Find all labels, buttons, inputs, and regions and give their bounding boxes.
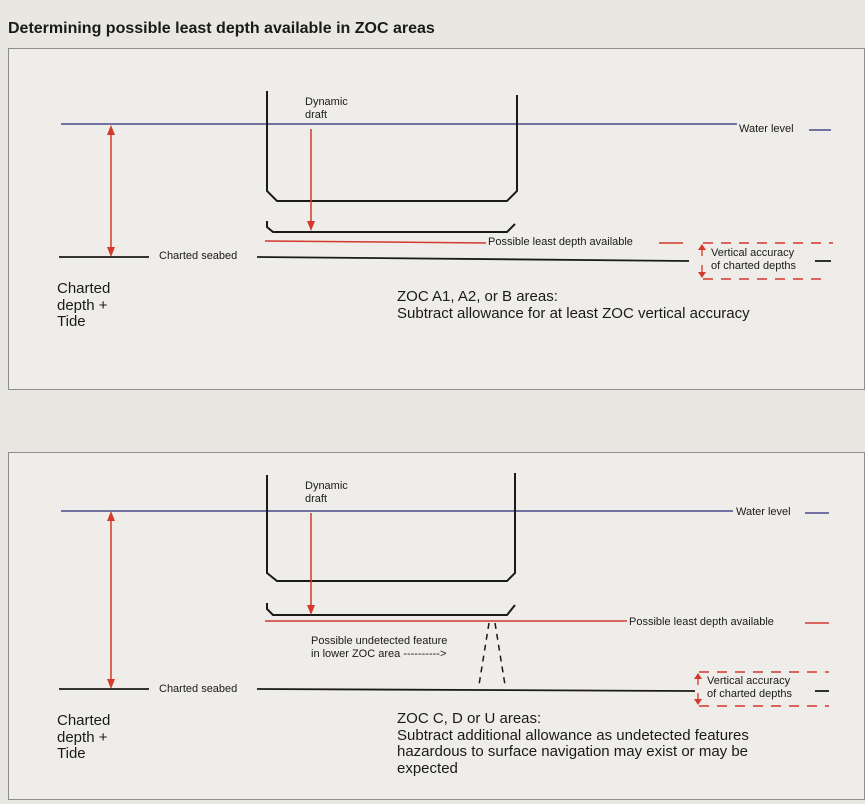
charted-depth-arrowhead-bottom bbox=[107, 247, 115, 257]
least-depth-label: Possible least depth available bbox=[627, 616, 776, 629]
page-title: Determining possible least depth availab… bbox=[8, 20, 435, 37]
accuracy-arrowhead-down bbox=[694, 699, 702, 705]
accuracy-arrowhead-down bbox=[698, 272, 706, 278]
charted-depth-tide-label: Charted depth + Tide bbox=[57, 712, 111, 762]
diagram-panel-zoc-a-b: Dynamic draft Water level Possible least… bbox=[8, 48, 865, 390]
charted-seabed-label: Charted seabed bbox=[157, 683, 240, 696]
charted-depth-arrowhead-top bbox=[107, 511, 115, 521]
charted-depth-arrowhead-bottom bbox=[107, 679, 115, 689]
zoc-heading: ZOC C, D or U areas: bbox=[397, 710, 542, 727]
undetected-feature-right bbox=[494, 622, 506, 686]
water-level-label: Water level bbox=[737, 123, 796, 136]
dynamic-draft-label: Dynamic draft bbox=[305, 96, 348, 121]
charted-depth-arrowhead-top bbox=[107, 125, 115, 135]
dynamic-draft-label: Dynamic draft bbox=[305, 480, 348, 505]
charted-seabed-label: Charted seabed bbox=[157, 250, 240, 263]
least-depth-line bbox=[264, 240, 488, 244]
vessel-hull-lowered bbox=[266, 603, 516, 616]
accuracy-arrowhead-up bbox=[694, 673, 702, 679]
zoc-heading: ZOC A1, A2, or B areas: bbox=[397, 288, 558, 305]
diagram-panel-zoc-c-d-u: Dynamic draft Water level Possible least… bbox=[8, 452, 865, 800]
charted-depth-tide-label: Charted depth + Tide bbox=[57, 280, 111, 330]
vessel-hull-lowered bbox=[266, 221, 516, 233]
charted-seabed-line-main bbox=[256, 688, 696, 692]
water-level-label: Water level bbox=[734, 506, 793, 519]
vertical-accuracy-label: Vertical accuracy of charted depths bbox=[707, 675, 793, 700]
diagram-graphics bbox=[59, 91, 833, 280]
accuracy-arrowhead-up bbox=[698, 244, 706, 250]
vessel-hull bbox=[266, 473, 516, 582]
zoc-text-line: hazardous to surface navigation may exis… bbox=[397, 743, 749, 760]
zoc-text-line: Subtract additional allowance as undetec… bbox=[397, 726, 749, 744]
charted-seabed-line-main bbox=[256, 256, 690, 262]
vertical-accuracy-label: Vertical accuracy of charted depths bbox=[711, 247, 797, 272]
undetected-feature-label: Possible undetected feature in lower ZOC… bbox=[311, 635, 448, 660]
dynamic-draft-arrowhead bbox=[307, 221, 315, 231]
dynamic-draft-arrowhead bbox=[307, 605, 315, 615]
zoc-text-line: Subtract allowance for at least ZOC vert… bbox=[397, 304, 750, 322]
diagram-graphics bbox=[59, 473, 829, 707]
zoc-text-line: expected bbox=[397, 759, 458, 777]
zoc-description: ZOC A1, A2, or B areas: Subtract allowan… bbox=[395, 288, 752, 322]
least-depth-label: Possible least depth available bbox=[486, 236, 635, 249]
undetected-feature-left bbox=[478, 622, 490, 686]
vessel-hull bbox=[266, 91, 518, 202]
zoc-description: ZOC C, D or U areas: Subtract additional… bbox=[395, 710, 751, 777]
